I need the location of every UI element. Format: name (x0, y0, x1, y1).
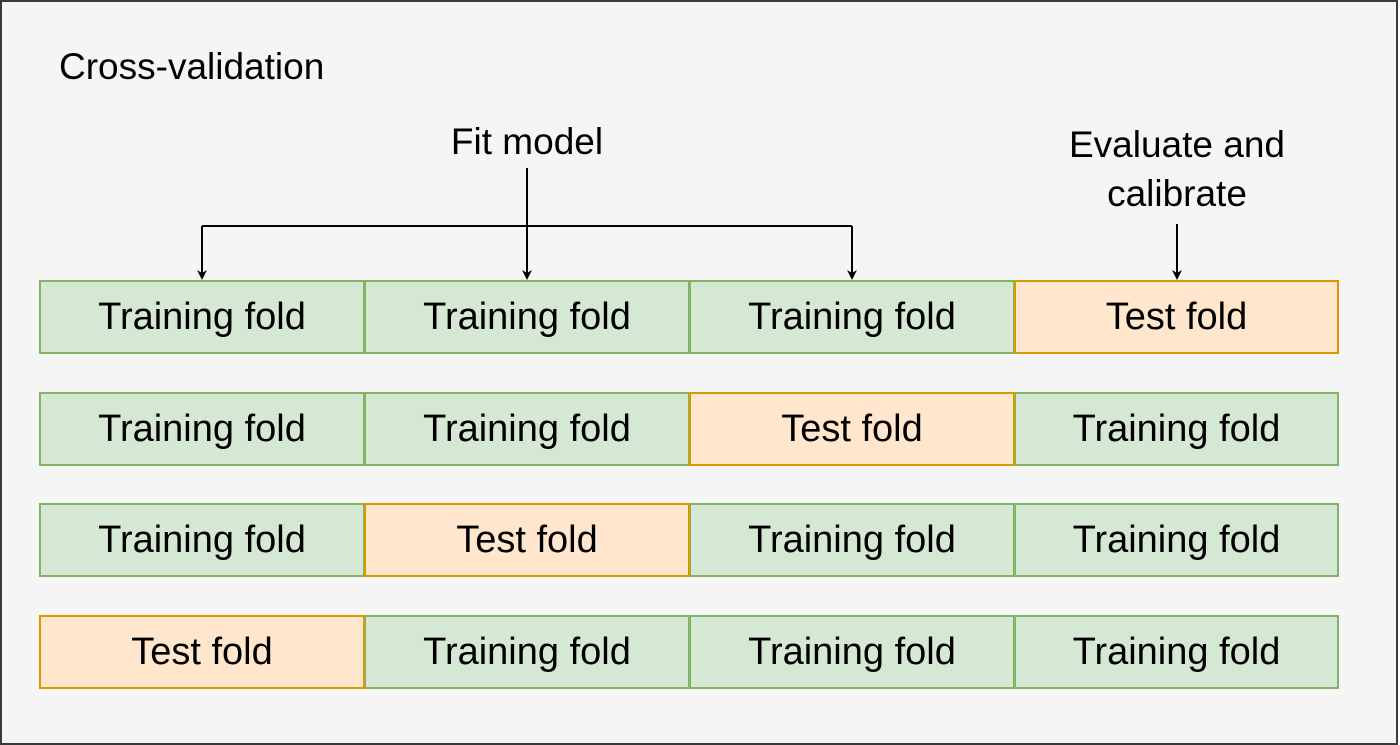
test-fold-cell: Test fold (364, 503, 690, 577)
fit-model-label: Fit model (450, 121, 604, 162)
training-fold-cell: Training fold (39, 503, 365, 577)
training-fold-cell: Training fold (364, 392, 690, 466)
test-fold-cell: Test fold (689, 392, 1015, 466)
training-fold-cell: Training fold (39, 280, 365, 354)
diagram-title: Cross-validation (59, 46, 325, 87)
training-fold-cell: Training fold (689, 280, 1015, 354)
training-fold-cell: Training fold (39, 392, 365, 466)
evaluate-calibrate-label: Evaluate and calibrate (1068, 124, 1285, 214)
training-fold-cell: Training fold (1014, 615, 1339, 689)
test-fold-cell: Test fold (1014, 280, 1339, 354)
training-fold-cell: Training fold (1014, 503, 1339, 577)
training-fold-cell: Training fold (1014, 392, 1339, 466)
training-fold-cell: Training fold (689, 615, 1015, 689)
training-fold-cell: Training fold (364, 615, 690, 689)
training-fold-cell: Training fold (689, 503, 1015, 577)
training-fold-cell: Training fold (364, 280, 690, 354)
test-fold-cell: Test fold (39, 615, 365, 689)
